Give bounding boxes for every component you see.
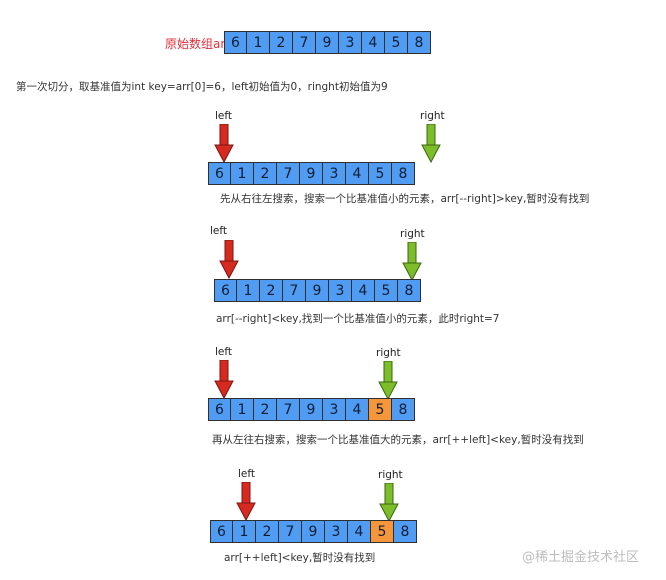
array-cell: 6 — [208, 162, 231, 185]
array-cell: 8 — [392, 398, 415, 421]
array-cell: 3 — [323, 398, 346, 421]
array-cell: 4 — [352, 279, 375, 302]
array-cell: 5 — [369, 162, 392, 185]
step4-caption: arr[++left]<key,暂时没有找到 — [224, 552, 376, 564]
intro-text: 第一次切分，取基准值为int key=arr[0]=6，left初始值为0，ri… — [16, 81, 388, 93]
left-label: left — [215, 110, 233, 122]
array-cell: 4 — [346, 162, 369, 185]
array-cell: 8 — [408, 31, 431, 54]
right-arrow-icon — [402, 242, 422, 282]
array-cell: 5 — [385, 31, 408, 54]
right-label: right — [378, 469, 403, 481]
array-cell: 1 — [233, 520, 256, 543]
right-label: right — [420, 110, 445, 122]
step2-caption: arr[--right]<key,找到一个比基准值小的元素，此时right=7 — [216, 313, 500, 325]
array-cell: 8 — [392, 162, 415, 185]
array-cell: 9 — [316, 31, 339, 54]
array-cell: 7 — [277, 398, 300, 421]
array-cell: 6 — [210, 520, 233, 543]
array-cell: 9 — [306, 279, 329, 302]
array-cell: 5 — [369, 398, 392, 421]
array-cell: 5 — [371, 520, 394, 543]
array-cell: 3 — [339, 31, 362, 54]
array-cell: 5 — [375, 279, 398, 302]
array-cell: 3 — [323, 162, 346, 185]
array-cell: 6 — [208, 398, 231, 421]
right-arrow-icon — [379, 483, 399, 523]
step3-caption: 再从左往右搜索，搜索一个比基准值大的元素，arr[++left]<key,暂时没… — [212, 434, 584, 446]
array-cell: 9 — [300, 162, 323, 185]
array-cell: 9 — [300, 398, 323, 421]
array-cell: 4 — [348, 520, 371, 543]
array-cell: 3 — [329, 279, 352, 302]
array-cell: 2 — [270, 31, 293, 54]
array-cell: 2 — [254, 398, 277, 421]
left-label: left — [210, 225, 228, 237]
array-cell: 8 — [398, 279, 421, 302]
array-cell: 7 — [279, 520, 302, 543]
array-cell: 7 — [283, 279, 306, 302]
array-cell: 7 — [293, 31, 316, 54]
array-cell: 6 — [224, 31, 247, 54]
array-cell: 2 — [256, 520, 279, 543]
right-label: right — [376, 347, 401, 359]
right-arrow-icon — [421, 124, 441, 164]
left-arrow-icon — [214, 360, 234, 400]
array-cell: 9 — [302, 520, 325, 543]
original-array-label: 原始数组arr — [165, 37, 231, 51]
array-cell: 1 — [231, 162, 254, 185]
right-arrow-icon — [378, 361, 398, 401]
array-cell: 2 — [254, 162, 277, 185]
array-cell: 6 — [214, 279, 237, 302]
array-cell: 1 — [237, 279, 260, 302]
watermark: @稀土掘金技术社区 — [522, 550, 640, 565]
array-cell: 3 — [325, 520, 348, 543]
array-cell: 1 — [247, 31, 270, 54]
left-label: left — [215, 346, 233, 358]
array-cell: 2 — [260, 279, 283, 302]
left-arrow-icon — [236, 482, 256, 522]
left-label: left — [238, 468, 256, 480]
step1-caption: 先从右往左搜索，搜索一个比基准值小的元素，arr[--right]>key,暂时… — [220, 193, 590, 205]
array-cell: 8 — [394, 520, 417, 543]
array-cell: 1 — [231, 398, 254, 421]
array-cell: 7 — [277, 162, 300, 185]
left-arrow-icon — [219, 240, 239, 280]
array-cell: 4 — [362, 31, 385, 54]
left-arrow-icon — [214, 124, 234, 164]
array-cell: 4 — [346, 398, 369, 421]
right-label: right — [400, 228, 425, 240]
